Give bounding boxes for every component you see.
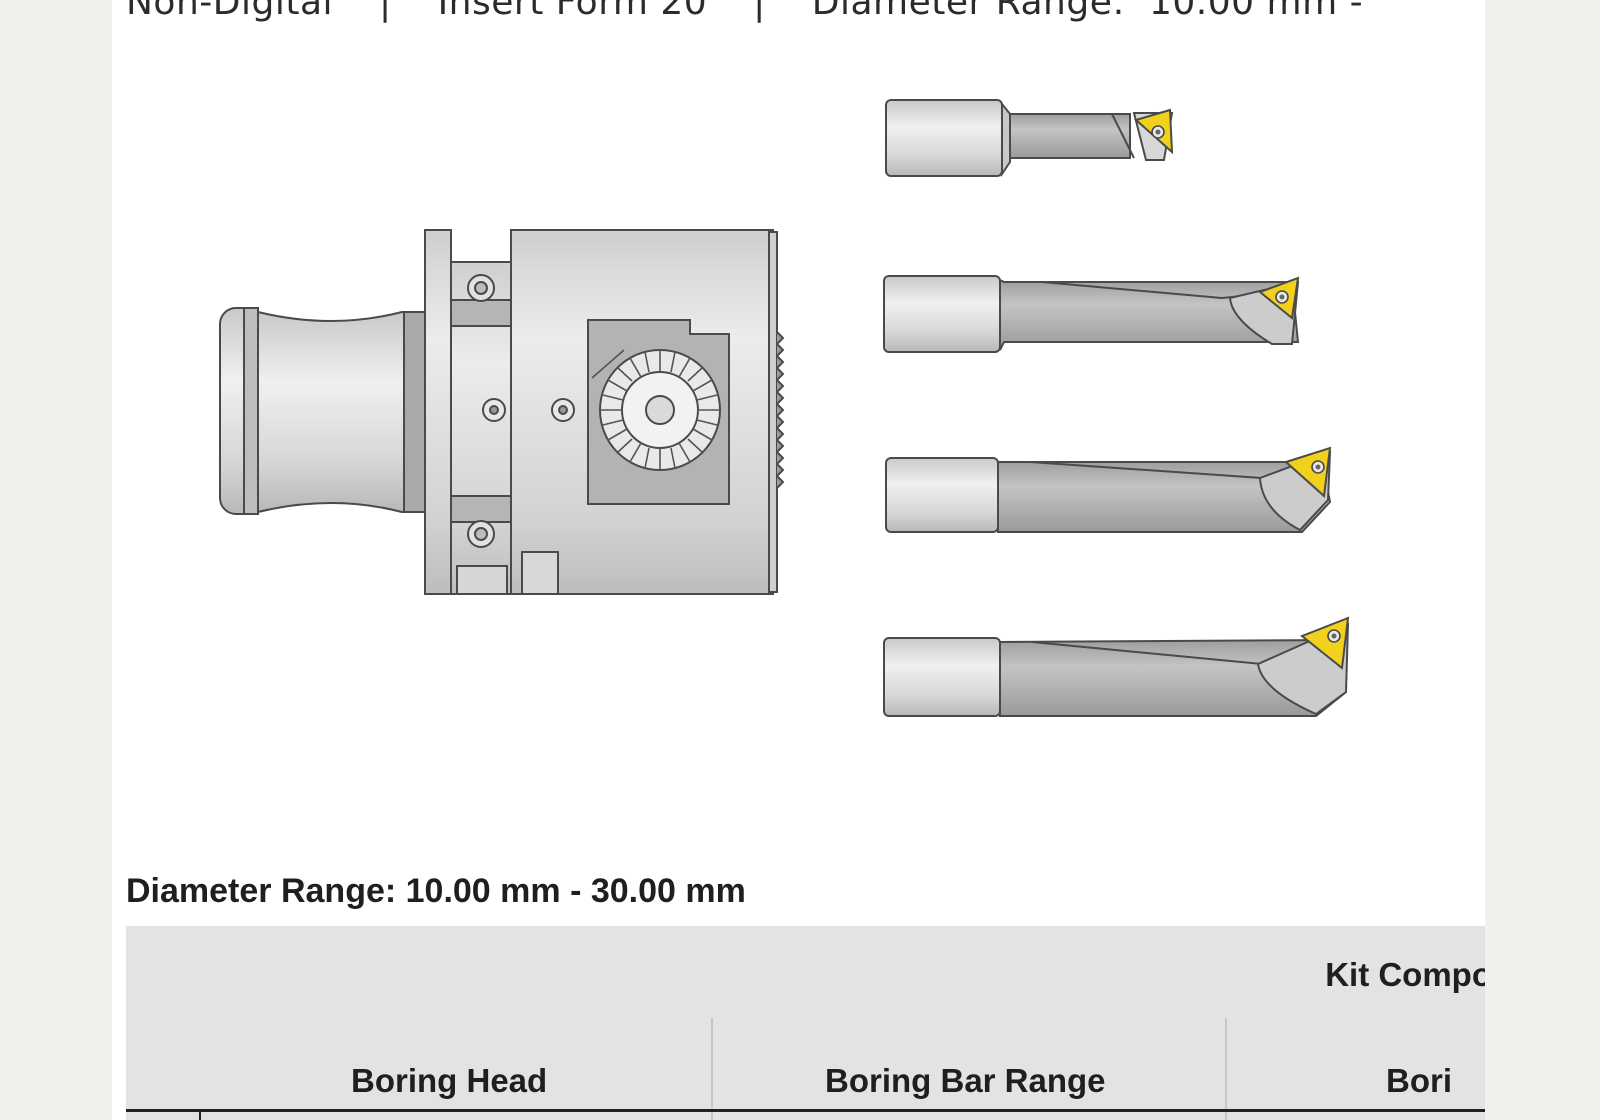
- insert-form: Insert Form 20: [437, 0, 708, 23]
- boring-bar-4-icon: [883, 616, 1350, 717]
- boring-bar-2-icon: [883, 275, 1300, 353]
- table-group-header: Kit Compo: [1325, 956, 1485, 993]
- spec-type: Non-Digital: [126, 0, 334, 23]
- header-separator: |: [378, 0, 392, 23]
- catalog-page: Non-Digital | Insert Form 20 | Diameter …: [112, 0, 1485, 1120]
- header-separator: |: [753, 0, 766, 23]
- boring-bar-3-icon: [885, 446, 1332, 533]
- column-divider: [1225, 1018, 1227, 1120]
- table-row-divider: [199, 1112, 201, 1120]
- col-header-boring-head: Boring Head: [351, 1062, 548, 1099]
- boring-head-icon: [219, 229, 785, 595]
- col-header-boring-bar: Bori: [1386, 1062, 1452, 1099]
- boring-bar-1-icon: [885, 99, 1174, 178]
- kit-components-table: Kit Compo Boring Head Boring Bar Range B…: [126, 926, 1485, 1120]
- diameter-range-title: Diameter Range: 10.00 mm - 30.00 mm: [126, 872, 746, 910]
- diameter-value: 10.00 mm -: [1149, 0, 1364, 23]
- diameter-label: Diameter Range:: [811, 0, 1125, 23]
- table-header-rule: [126, 1109, 1485, 1112]
- boring-kit-illustration: [219, 99, 1350, 717]
- col-header-boring-bar-range: Boring Bar Range: [825, 1062, 1106, 1099]
- column-divider: [711, 1018, 713, 1120]
- spec-header: Non-Digital | Insert Form 20 | Diameter …: [126, 0, 1363, 23]
